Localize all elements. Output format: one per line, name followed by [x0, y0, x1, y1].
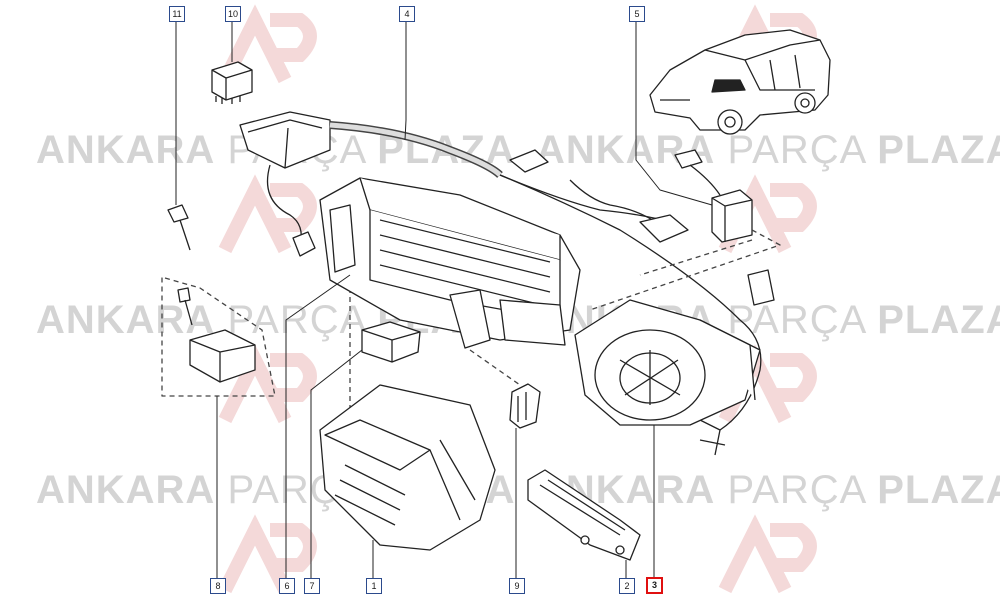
callout-9[interactable]: 9: [509, 578, 525, 594]
part-2-core: [527, 469, 641, 561]
part-4-harness: [239, 111, 762, 456]
watermark-row-1b: ANKARA PARÇA PLAZA: [536, 128, 1000, 172]
callout-11[interactable]: 11: [169, 6, 185, 22]
part-3-blower: [574, 299, 761, 426]
part-8-module: [177, 287, 256, 383]
callout-5[interactable]: 5: [629, 6, 645, 22]
callout-10[interactable]: 10: [225, 6, 241, 22]
callout-8[interactable]: 8: [210, 578, 226, 594]
callout-3-highlighted[interactable]: 3: [646, 577, 663, 594]
callout-4[interactable]: 4: [399, 6, 415, 22]
part-10-relay: [211, 61, 253, 104]
part-7-motor: [361, 321, 421, 363]
guide-lines: [161, 229, 781, 420]
part-11-sensor: [167, 204, 191, 251]
part-1-housing: [319, 384, 496, 551]
heater-assembly: [319, 177, 581, 349]
car-illustration: [649, 29, 831, 135]
callout-6[interactable]: 6: [279, 578, 295, 594]
leader-lines: [175, 21, 713, 578]
callout-1[interactable]: 1: [366, 578, 382, 594]
callout-2[interactable]: 2: [619, 578, 635, 594]
part-9-resistor: [509, 383, 541, 429]
part-5-module: [674, 149, 775, 306]
callout-7[interactable]: 7: [304, 578, 320, 594]
